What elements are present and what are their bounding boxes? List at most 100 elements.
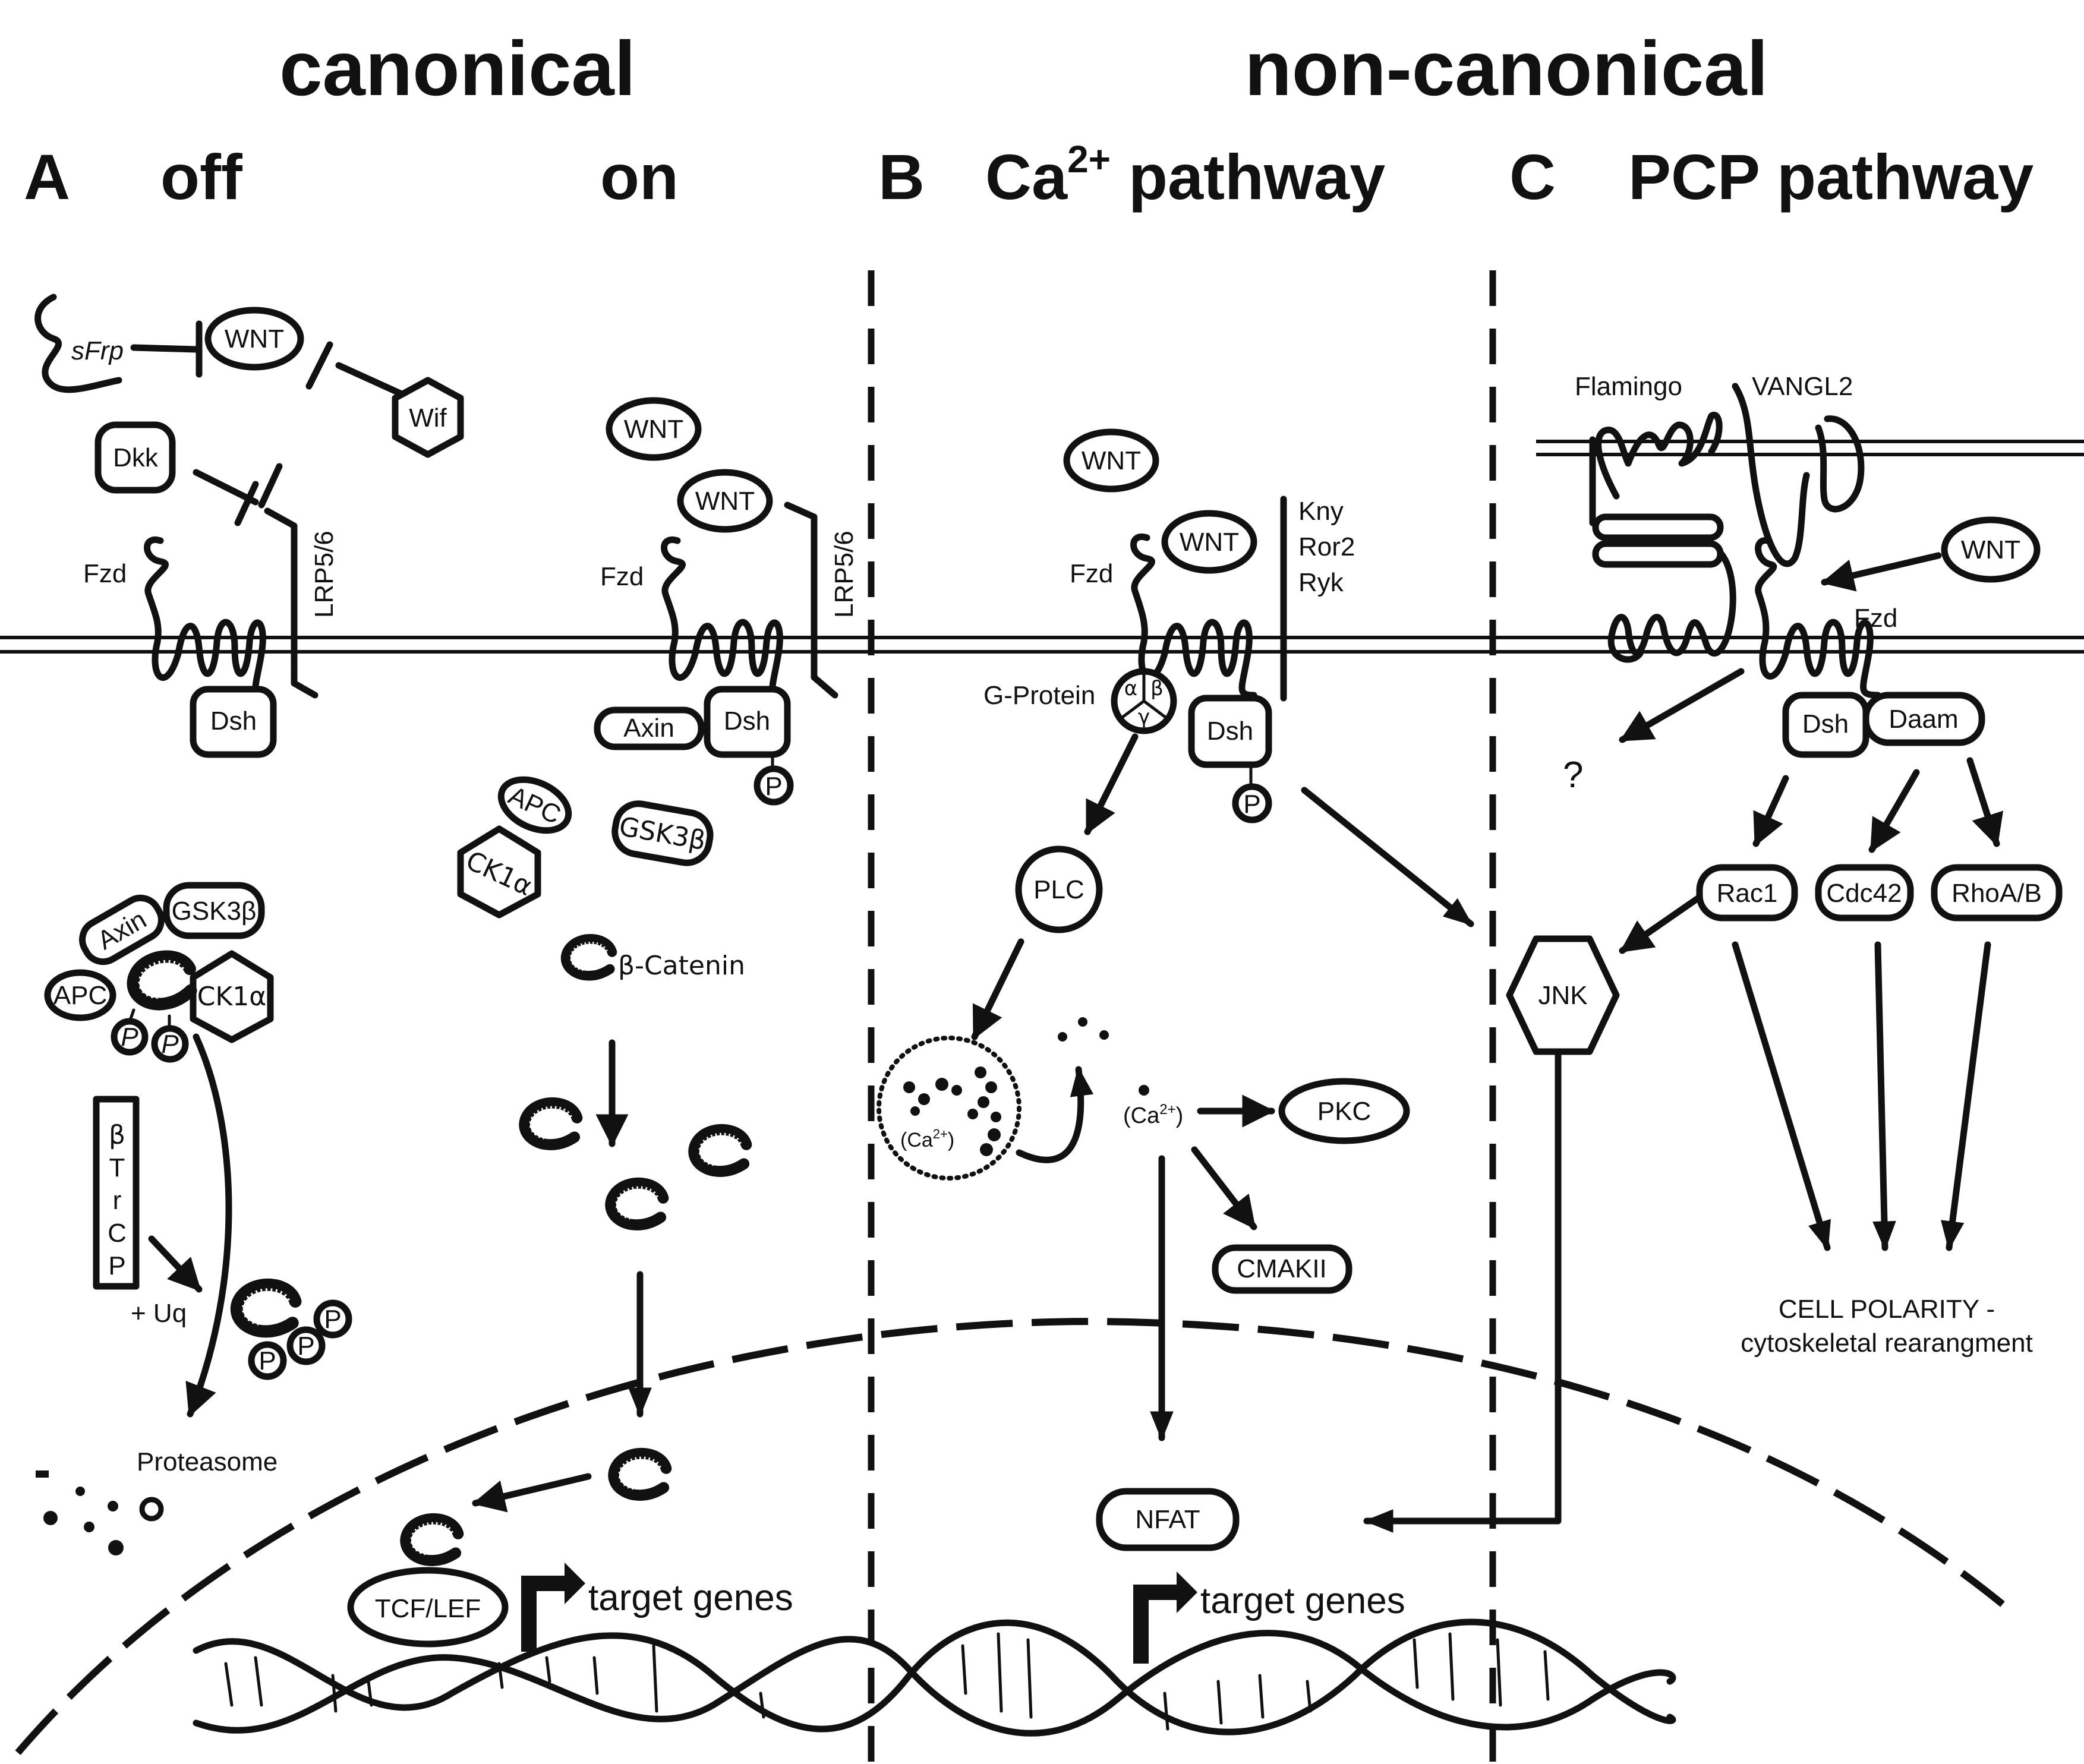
- svg-text:r: r: [113, 1186, 122, 1215]
- rac1-jnk-arrow: [1619, 894, 1703, 954]
- svg-text:WNT: WNT: [225, 324, 284, 354]
- ubiquitination-arrow: [148, 1235, 203, 1293]
- header-canonical: canonical: [279, 25, 636, 112]
- svg-text:α: α: [1124, 677, 1137, 700]
- svg-text:WNT: WNT: [624, 415, 683, 444]
- nuclear-envelope: [15, 1318, 2005, 1755]
- gsk3b-on: GSK3β: [611, 800, 714, 866]
- svg-text:Dsh: Dsh: [1802, 709, 1849, 739]
- fzd-on: Fzd: [600, 536, 788, 699]
- svg-text:P: P: [324, 1305, 341, 1334]
- beta-catenin-accumulated: [525, 1103, 746, 1225]
- cytosolic-ca-label: (Ca2+): [1123, 1102, 1183, 1128]
- svg-text:TCF/LEF: TCF/LEF: [375, 1594, 481, 1623]
- svg-text:γ: γ: [1138, 705, 1150, 729]
- catenin-tcf-arrow: [472, 1473, 592, 1513]
- svg-text:RhoA/B: RhoA/B: [1951, 879, 2042, 908]
- wnt-on-bound: WNT: [677, 469, 773, 533]
- proteasome-label: Proteasome: [137, 1447, 278, 1476]
- dsh-jnk-arrow: [1301, 787, 1474, 927]
- beta-catenin-tcf: [406, 1519, 458, 1560]
- pkc: PKC: [1278, 1078, 1410, 1144]
- wif: Wif: [392, 377, 464, 458]
- svg-text:T: T: [109, 1153, 125, 1182]
- dsh-on: Dsh P: [704, 686, 794, 806]
- svg-text:Dsh: Dsh: [1207, 717, 1253, 746]
- destruction-complex: Axin GSK3β APC CK1α P P: [44, 882, 274, 1063]
- target-genes-a: target genes: [588, 1577, 793, 1618]
- cmakii: CMAKII: [1212, 1244, 1352, 1294]
- svg-text:β-Catenin: β-Catenin: [618, 951, 745, 981]
- svg-text:GSK3β: GSK3β: [172, 897, 257, 926]
- ca-release-arrow: [1016, 1066, 1094, 1163]
- fzd-pcp: Fzd: [1755, 537, 1897, 699]
- header-pcp-pathway: PCP pathway: [1628, 141, 2033, 213]
- svg-text:P: P: [121, 1023, 138, 1052]
- daam-rhoab-arrow: [1966, 757, 2004, 847]
- cell-polarity-label: CELL POLARITY -: [1779, 1295, 1995, 1324]
- svg-text:β: β: [109, 1120, 125, 1150]
- jnk-nucleus-arrow: [1363, 1048, 1562, 1533]
- rhoab-polarity-arrow: [1940, 941, 1991, 1251]
- header-non-canonical: non-canonical: [1244, 25, 1768, 112]
- beta-catenin-free: β-Catenin: [566, 939, 745, 981]
- promoter-arrow-b: [1133, 1571, 1197, 1664]
- cdc42: Cdc42: [1815, 864, 1914, 922]
- svg-text:Ror2: Ror2: [1298, 532, 1355, 561]
- nfat: NFAT: [1096, 1488, 1240, 1551]
- ck1a-on: CK1α: [457, 825, 541, 919]
- unknown-question: ?: [1563, 755, 1583, 796]
- wnt-fzd-pcp-arrow: [1821, 552, 1942, 592]
- dna-helix: [193, 1618, 1676, 1737]
- svg-text:P: P: [108, 1251, 125, 1280]
- gprotein-label: G-Protein: [983, 681, 1095, 710]
- wnt-off-ligand: WNT: [204, 307, 304, 371]
- uq-label: + Uq: [131, 1299, 187, 1328]
- flamingo-cadherin: [1592, 513, 1724, 568]
- svg-text:Fzd: Fzd: [83, 559, 127, 588]
- svg-text:Ryk: Ryk: [1298, 568, 1344, 597]
- dsh-rac1-arrow: [1752, 775, 1789, 847]
- apc-on: APC: [497, 776, 572, 834]
- wnt-ca-free: WNT: [1063, 428, 1159, 493]
- target-genes-b: target genes: [1200, 1580, 1405, 1621]
- svg-text:Fzd: Fzd: [1070, 559, 1113, 588]
- svg-text:WNT: WNT: [695, 487, 755, 516]
- svg-text:PLC: PLC: [1033, 875, 1084, 904]
- svg-text:LRP5/6: LRP5/6: [830, 531, 859, 618]
- svg-text:Dsh: Dsh: [724, 706, 770, 736]
- svg-text:P: P: [161, 1030, 179, 1059]
- ca-cmakii-arrow: [1191, 1146, 1257, 1230]
- sfrp-inhibition: [130, 344, 200, 353]
- beta-catenin-nuclear: [614, 1453, 666, 1495]
- svg-text:Rac1: Rac1: [1717, 879, 1778, 908]
- wif-inhibition: [335, 362, 408, 399]
- fzd-ca: Fzd: [1070, 533, 1257, 699]
- panel-b-label: B: [878, 141, 925, 213]
- svg-text:Axin: Axin: [623, 714, 674, 743]
- svg-text:(Ca2+): (Ca2+): [900, 1126, 954, 1151]
- ubiquitinated-catenin: P P P: [237, 1285, 352, 1380]
- unknown-arrow: [1619, 668, 1745, 743]
- header-on: on: [600, 141, 679, 213]
- gprotein-plc-arrow: [1084, 733, 1139, 835]
- flamingo-lower: [1607, 549, 1736, 663]
- svg-text:P: P: [1243, 790, 1260, 819]
- jnk: JNK: [1506, 935, 1620, 1055]
- svg-text:β: β: [1150, 677, 1164, 700]
- svg-text:Fzd: Fzd: [600, 562, 644, 591]
- ca-store: (Ca2+): [877, 1036, 1021, 1181]
- svg-text:P: P: [258, 1346, 276, 1375]
- wnt-on-free: WNT: [606, 397, 702, 461]
- rac1: Rac1: [1696, 864, 1798, 922]
- released-ca: [1058, 1017, 1149, 1096]
- lrp5-6-on: LRP5/6: [784, 501, 859, 699]
- sfrp: sFrp: [34, 294, 124, 393]
- lrp5-6-off: LRP5/6: [264, 507, 339, 699]
- dsh-ca: Dsh P: [1188, 695, 1272, 823]
- svg-text:WNT: WNT: [1180, 528, 1239, 557]
- cytoskeletal-label: cytoskeletal rearangment: [1741, 1328, 2033, 1358]
- dkk-inhibition: [193, 469, 259, 506]
- svg-text:CMAKII: CMAKII: [1237, 1254, 1327, 1283]
